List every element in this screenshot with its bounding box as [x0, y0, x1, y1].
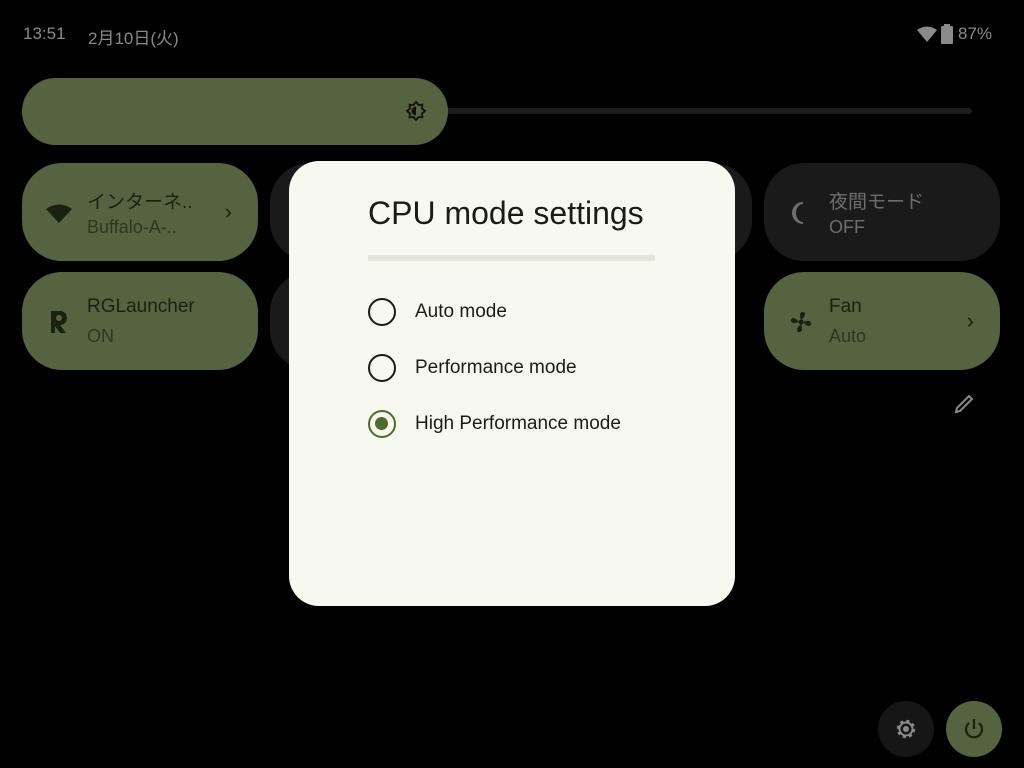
chevron-right-icon: ›	[224, 199, 232, 224]
chevron-right-icon: ›	[966, 308, 974, 333]
tile-title: Fan	[829, 296, 862, 317]
edit-pencil-icon[interactable]	[953, 393, 975, 415]
moon-icon	[792, 202, 804, 224]
tile-subtitle: OFF	[829, 217, 865, 237]
power-button[interactable]	[946, 701, 1002, 757]
gear-icon	[896, 719, 916, 739]
brightness-track[interactable]	[440, 108, 972, 114]
fan-icon	[790, 311, 812, 333]
option-label: High Performance mode	[415, 413, 621, 434]
option-label: Auto mode	[415, 301, 507, 322]
wifi-icon	[917, 26, 937, 42]
tile-subtitle: ON	[87, 326, 114, 346]
tile-title: RGLauncher	[87, 296, 195, 317]
status-date: 2月10日(火)	[88, 29, 179, 48]
dialog-title: CPU mode settings	[368, 195, 644, 231]
tile-internet[interactable]: インターネ.. Buffalo-A-.. ›	[22, 163, 258, 261]
settings-button[interactable]	[878, 701, 934, 757]
tile-title: インターネ..	[87, 192, 193, 213]
wifi-icon	[46, 204, 72, 223]
cpu-mode-dialog: CPU mode settings Auto mode Performance …	[289, 161, 735, 606]
tile-rglauncher[interactable]: RGLauncher ON	[22, 272, 258, 370]
option-performance-mode[interactable]: Performance mode	[368, 354, 577, 382]
status-time: 13:51	[23, 24, 66, 43]
tile-title: 夜間モード	[829, 192, 925, 213]
option-label: Performance mode	[415, 357, 577, 378]
brightness-icon	[406, 101, 426, 121]
radio-button[interactable]	[368, 298, 396, 326]
brightness-slider[interactable]	[22, 78, 448, 145]
option-auto-mode[interactable]: Auto mode	[368, 298, 507, 326]
tile-night-mode[interactable]: 夜間モード OFF	[764, 163, 1000, 261]
power-icon	[964, 719, 984, 739]
battery-percent: 87%	[958, 24, 993, 43]
tile-subtitle: Auto	[829, 326, 867, 346]
battery-icon	[941, 24, 953, 44]
rg-launcher-icon	[51, 311, 67, 333]
tile-fan[interactable]: Fan Auto ›	[764, 272, 1000, 370]
radio-button[interactable]	[368, 354, 396, 382]
tile-subtitle: Buffalo-A-..	[87, 217, 177, 237]
option-high-performance-mode[interactable]: High Performance mode	[368, 410, 621, 438]
radio-button-selected[interactable]	[368, 410, 396, 438]
divider	[368, 255, 655, 261]
